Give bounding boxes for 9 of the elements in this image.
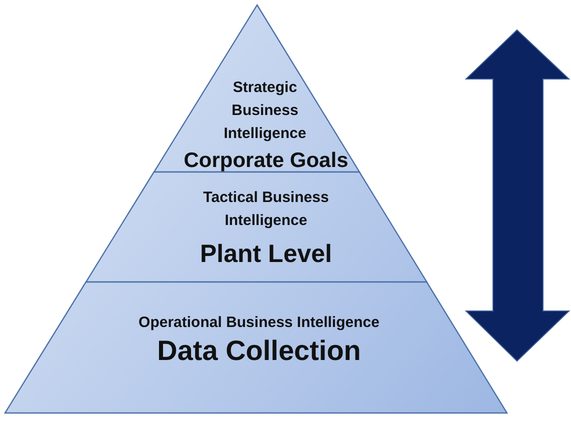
- tier-description: Tactical Business Intelligence: [202, 188, 330, 231]
- tier-title: Corporate Goals: [184, 149, 348, 173]
- tier-title: Plant Level: [200, 239, 332, 269]
- tier-title: Data Collection: [157, 334, 361, 368]
- pyramid-tier: [86, 172, 427, 282]
- tier-description: Operational Business Intelligence: [138, 313, 380, 333]
- tier-description: Strategic Business Intelligence: [222, 78, 308, 144]
- pyramid-tier: [154, 5, 360, 172]
- pyramid-tier: [5, 282, 507, 413]
